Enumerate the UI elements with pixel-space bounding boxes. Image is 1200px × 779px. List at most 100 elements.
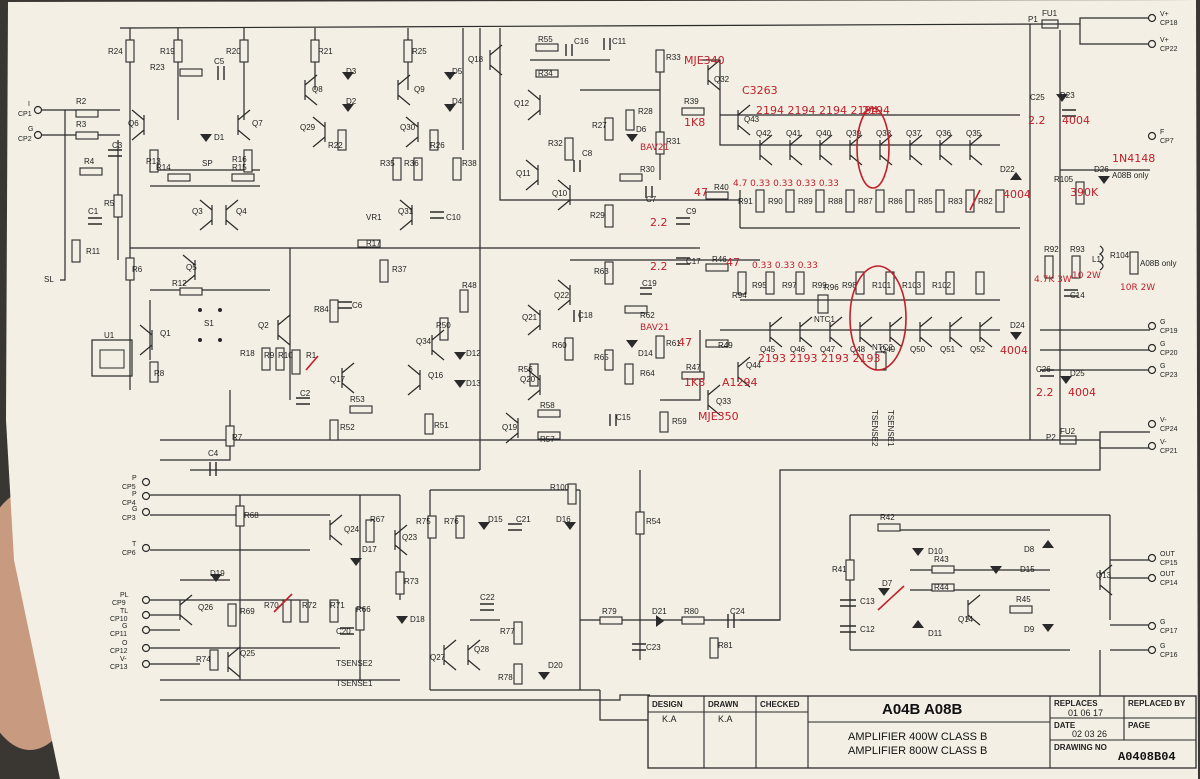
replaces-value: 01 06 17	[1068, 708, 1103, 718]
component-label-r94: R94	[732, 291, 747, 300]
component-label-fu2: FU2	[1060, 427, 1076, 436]
component-label-r1: R1	[306, 351, 317, 360]
component-label-d23: D23	[1060, 91, 1075, 100]
component-label-c21: C21	[516, 515, 531, 524]
conn-name: V+	[1160, 11, 1169, 18]
bottom-resistor-r98: R98	[842, 281, 857, 290]
component-label-q28: Q28	[474, 645, 490, 654]
title-block: DESIGN K.A DRAWN K.A CHECKED A04B A08B A…	[647, 695, 1197, 769]
conn-name: G	[1160, 619, 1165, 626]
drawing-no-value: A0408B04	[1118, 750, 1176, 764]
conn-name: OUT	[1160, 551, 1176, 558]
component-label-q26: Q26	[198, 603, 214, 612]
component-label-r39: R39	[684, 97, 699, 106]
component-label-q9: Q9	[414, 85, 425, 94]
top-resistor-r83: R83	[948, 197, 963, 206]
component-label-r80: R80	[684, 607, 699, 616]
component-label-q22: Q22	[554, 291, 570, 300]
component-label-r93: R93	[1070, 245, 1085, 254]
component-label-u1: U1	[104, 331, 115, 340]
component-label-c25: C25	[1030, 93, 1045, 102]
hand-top-vals: 4.7 0.33 0.33 0.33 0.33	[733, 179, 839, 189]
component-label-r26: R26	[430, 141, 445, 150]
hand-r40: 47	[694, 186, 708, 199]
component-label-r44: R44	[934, 583, 949, 592]
component-label-r55: R55	[538, 35, 553, 44]
conn-id: CP9	[112, 600, 126, 607]
top-transistor-q39: Q39	[846, 129, 862, 138]
component-label-vr1: VR1	[366, 213, 382, 222]
component-label-r46: R46	[712, 255, 727, 264]
component-label-c7: C7	[646, 195, 657, 204]
component-label-r18: R18	[240, 349, 255, 358]
component-label-r4: R4	[84, 157, 95, 166]
hand-c25: 2.2	[1028, 114, 1046, 127]
component-label-r58: R58	[540, 401, 555, 410]
connector-labels-left: I CP1 G CP2 P CP5 P CP4 G CP3 T CP6 PL C…	[18, 101, 137, 671]
conn-id: CP4	[122, 500, 136, 507]
component-label-r27: R27	[592, 121, 607, 130]
component-label-q1: Q1	[160, 329, 171, 338]
component-label-q32: Q32	[714, 75, 730, 84]
component-label-r105: R105	[1054, 175, 1074, 184]
component-label-q2: Q2	[258, 321, 269, 330]
bottom-transistor-q45: Q45	[760, 345, 776, 354]
conn-id: CP11	[110, 631, 127, 638]
conn-id: CP6	[122, 550, 136, 557]
component-label-r68: R68	[244, 511, 259, 520]
component-label-q5: Q5	[186, 263, 197, 272]
hand-mje340: MJE340	[684, 54, 725, 67]
component-label-c5: C5	[214, 57, 225, 66]
design-header: DESIGN	[652, 700, 683, 709]
top-resistor-r89: R89	[798, 197, 813, 206]
component-label-r77: R77	[500, 627, 515, 636]
hand-q44: A1294	[722, 376, 758, 389]
conn-id: CP12	[110, 648, 128, 655]
component-label-r100: R100	[550, 483, 570, 492]
component-label-r8: R8	[154, 369, 165, 378]
hand-r47: 1K8	[684, 376, 705, 389]
component-label-tsense1: TSENSE1	[886, 410, 895, 447]
hand-bot-vals: 0.33 0.33 0.33	[752, 261, 818, 271]
component-label-r52: R52	[340, 423, 355, 432]
component-label-r25: R25	[412, 47, 427, 56]
conn-id: CP3	[122, 515, 136, 522]
conn-id: CP21	[1160, 448, 1178, 455]
conn-name: G	[1160, 319, 1165, 326]
component-label-r73: R73	[404, 577, 419, 586]
conn-name: G	[1160, 643, 1165, 650]
component-label-q43: Q43	[744, 115, 760, 124]
component-label-r12: R12	[172, 279, 187, 288]
component-label-s1: S1	[204, 319, 214, 328]
component-label-r43: R43	[934, 555, 949, 564]
conn-id: CP23	[1160, 372, 1178, 379]
component-label-d2: D2	[346, 97, 357, 106]
component-label-c6: C6	[352, 301, 363, 310]
component-label-q14: Q14	[958, 615, 974, 624]
conn-id: CP5	[122, 484, 136, 491]
component-label-r53: R53	[350, 395, 365, 404]
component-label-q19: Q19	[502, 423, 518, 432]
conn-name: V-	[120, 656, 127, 663]
hand-r46: 47	[726, 256, 740, 269]
component-label-q21: Q21	[522, 313, 538, 322]
component-label-r30: R30	[640, 165, 655, 174]
component-label-c26: C26	[1036, 365, 1051, 374]
hand-r105: 390K	[1070, 186, 1099, 199]
conn-name: T	[132, 541, 137, 548]
component-label-r69: R69	[240, 607, 255, 616]
component-label-r78: R78	[498, 673, 513, 682]
red-slash	[877, 585, 905, 611]
component-label-r50: R50	[436, 321, 451, 330]
component-label-d16: D16	[556, 515, 571, 524]
top-transistor-q38: Q38	[876, 129, 892, 138]
component-label-r11: R11	[86, 247, 101, 256]
component-label-q24: Q24	[344, 525, 360, 534]
component-label-r72: R72	[302, 601, 317, 610]
component-label-q20: Q20	[520, 375, 536, 384]
bottom-resistor-r97: R97	[782, 281, 797, 290]
component-label-c16: C16	[574, 37, 589, 46]
conn-id: CP10	[110, 616, 128, 623]
component-label-c12: C12	[860, 625, 875, 634]
component-label-r76: R76	[444, 517, 459, 526]
